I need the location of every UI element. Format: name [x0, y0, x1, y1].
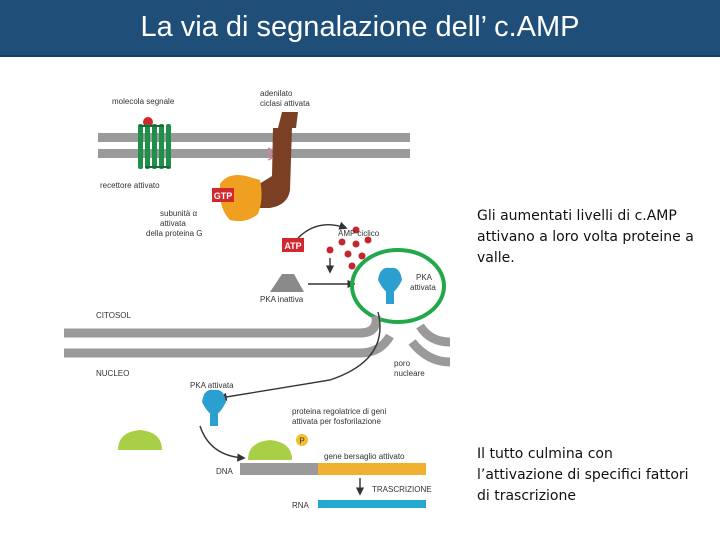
phosphorylation-arrow [199, 425, 246, 462]
label-nucleus: NUCLEO [96, 369, 129, 378]
g-protein-alpha [219, 175, 262, 222]
signal-molecule [143, 117, 153, 127]
adenylate-cyclase [252, 112, 298, 208]
pka-active [378, 267, 402, 304]
label-pka-active-1: PKA [416, 273, 433, 282]
activated-receptor [138, 124, 171, 169]
label-dna: DNA [216, 467, 234, 476]
label-transcription: TRASCRIZIONE [372, 485, 432, 494]
nuclear-envelope [64, 315, 451, 367]
rna-strand [318, 500, 426, 508]
label-activated-receptor: recettore attivato [100, 181, 160, 190]
camp-dots [326, 226, 372, 270]
regulator-inactive [118, 430, 162, 450]
camp-pathway-diagram: GTP ATP P [64, 89, 451, 510]
slide-title: La via di segnalazione dell’ c.AMP [140, 11, 580, 43]
label-g-alpha-1: subunità α [160, 209, 197, 218]
label-rna: RNA [292, 501, 310, 510]
label-pka-active-2: attivata [410, 283, 436, 292]
plasma-membrane [98, 133, 410, 158]
note-camp-effect: Gli aumentati livelli di c.AMP attivano … [477, 208, 694, 266]
note-transcription: Il tutto culmina con l’attivazione di sp… [477, 446, 689, 504]
label-camp: AMP ciclico [338, 229, 380, 238]
gtp-badge: GTP [212, 188, 234, 202]
title-bar: La via di segnalazione dell’ c.AMP [0, 0, 720, 57]
svg-text:P: P [299, 437, 304, 446]
pka-inactive [270, 274, 304, 292]
regulator-active [248, 440, 292, 460]
label-cytosol: CITOSOL [96, 311, 132, 320]
pka-active-nucleus [202, 389, 226, 426]
label-g-alpha-2: attivata [160, 219, 186, 228]
label-target-gene: gene bersaglio attivato [324, 452, 405, 461]
label-adenylate-cyclase-1: adenilato [260, 89, 293, 98]
phosphate-badge: P [296, 434, 308, 446]
label-pka-active-nucleus: PKA attivata [190, 381, 234, 390]
svg-text:ATP: ATP [284, 241, 301, 251]
label-g-alpha-3: della proteina G [146, 229, 202, 238]
svg-text:GTP: GTP [214, 191, 233, 201]
atp-badge: ATP [282, 238, 304, 252]
label-adenylate-cyclase-2: ciclasi attivata [260, 99, 310, 108]
label-regulator-2: attivata per fosforilazione [292, 417, 381, 426]
label-signal-molecule: molecola segnale [112, 97, 175, 106]
highlight-circle [350, 248, 446, 324]
atp-to-camp-arrow [297, 221, 348, 239]
label-pka-inactive: PKA inattiva [260, 295, 304, 304]
label-nuclear-pore-2: nucleare [394, 369, 425, 378]
label-regulator-1: proteina regolatrice di geni [292, 407, 387, 416]
dna-strand [240, 463, 426, 475]
nuclear-import-arrow [218, 311, 381, 402]
label-nuclear-pore-1: poro [394, 359, 411, 368]
